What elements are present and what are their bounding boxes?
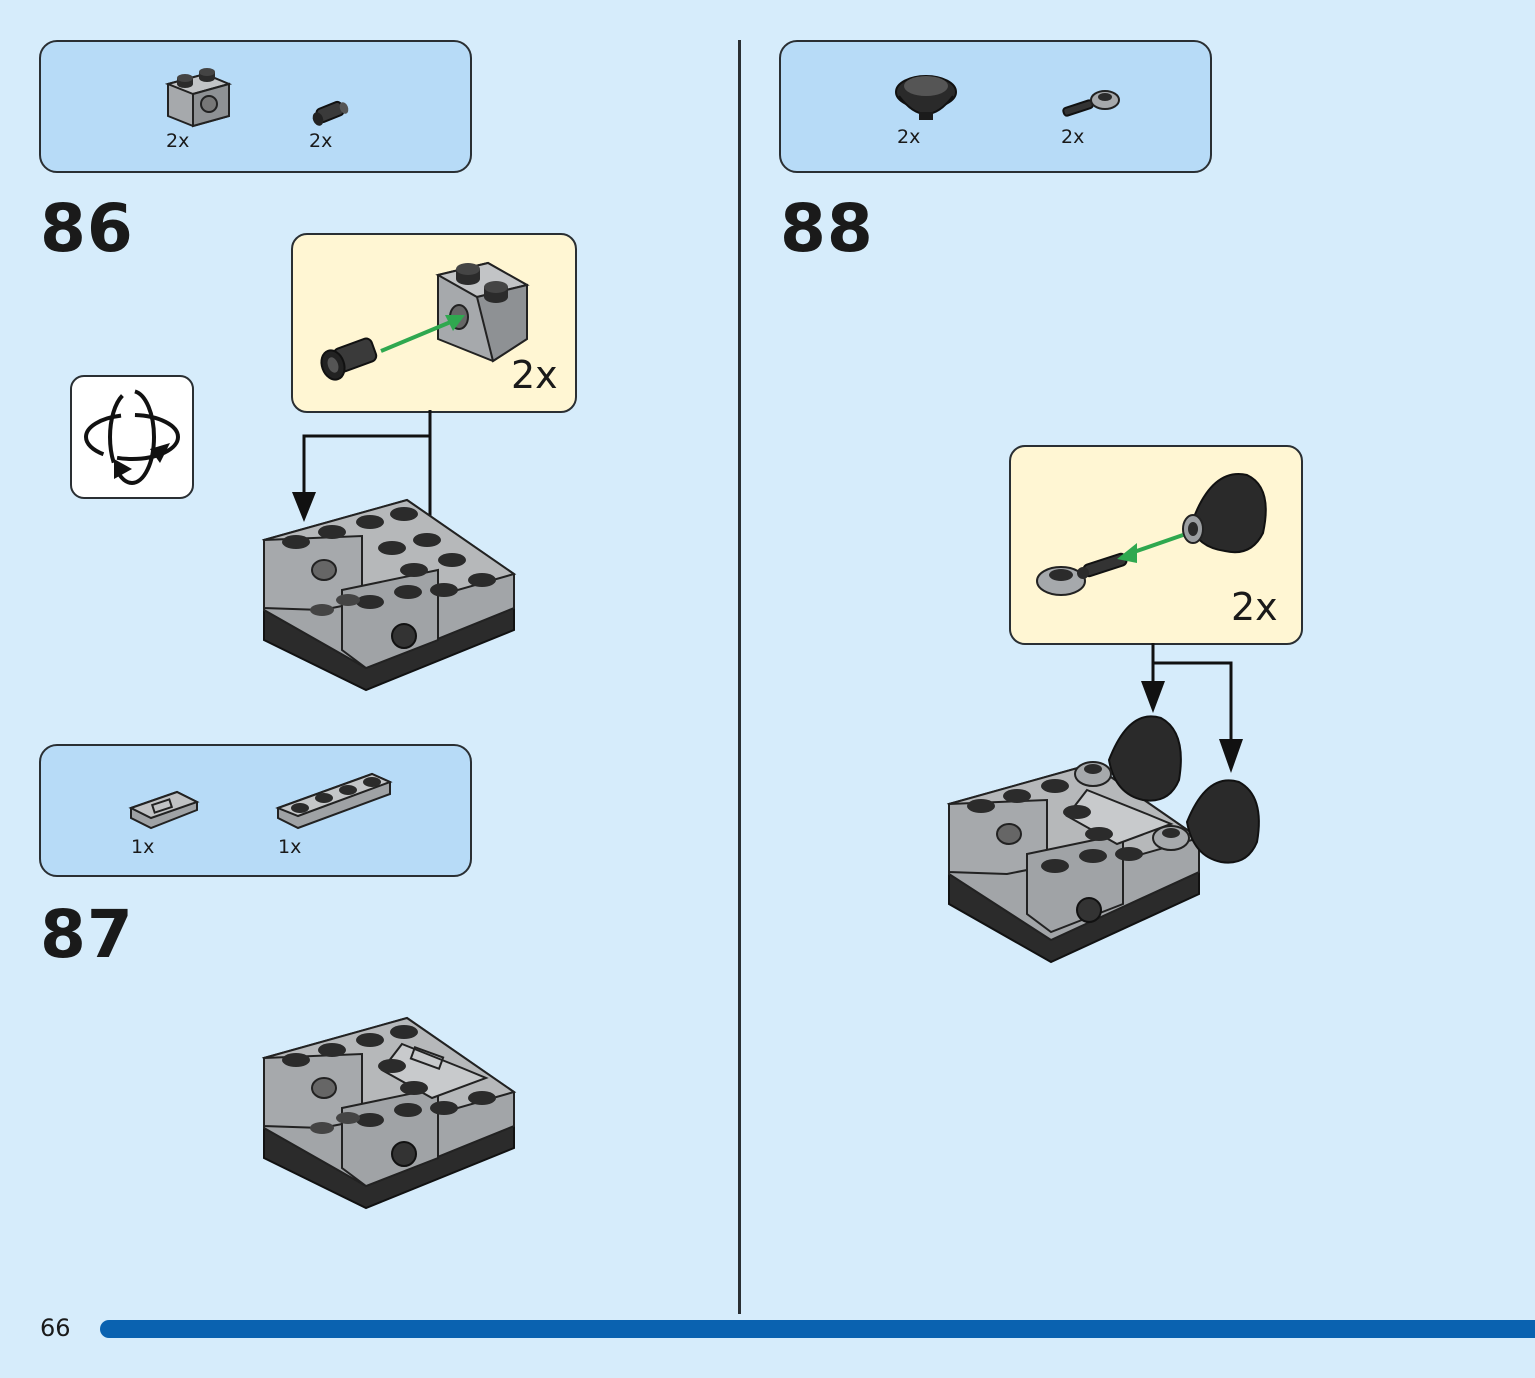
part-qty: 1x [131,836,155,858]
plate-1x2-clip-part-icon [128,790,200,830]
pin-into-brick-illustration [320,261,530,381]
technic-pin-part-icon [312,100,349,126]
callout-qty: 2x [511,353,558,397]
plate-round-bar-part-icon [1062,90,1120,117]
sub-assembly-callout-86: 2x [291,233,577,413]
part-qty: 2x [897,126,921,148]
column-divider [738,40,741,1314]
rotate-model-indicator [70,375,194,499]
callout-qty: 2x [1231,585,1278,629]
dish-part-icon [895,75,957,120]
part-qty: 1x [278,836,302,858]
part-qty: 2x [1061,126,1085,148]
model-assembly-step-87 [261,1016,517,1210]
progress-bar [100,1320,1535,1338]
placement-arrows-88 [1141,643,1243,773]
page-number: 66 [40,1314,71,1342]
model-assembly-step-88 [946,715,1260,964]
step-number-87: 87 [40,896,134,973]
parts-list-step-86: 2x 2x [39,40,472,173]
parts-list-step-87: 1x 1x [39,744,472,877]
part-qty: 2x [309,130,333,152]
sub-assembly-callout-88: 2x [1009,445,1303,645]
step-number-86: 86 [40,190,134,267]
part-qty: 2x [166,130,190,152]
model-assembly-step-86 [261,498,517,692]
rotate-model-icon [84,389,180,485]
step-number-88: 88 [780,190,874,267]
technic-brick-1x2-part-icon [164,68,233,128]
plate-1x4-part-icon [275,772,393,830]
bar-into-dish-illustration [1036,473,1267,596]
parts-list-step-88: 2x 2x [779,40,1212,173]
